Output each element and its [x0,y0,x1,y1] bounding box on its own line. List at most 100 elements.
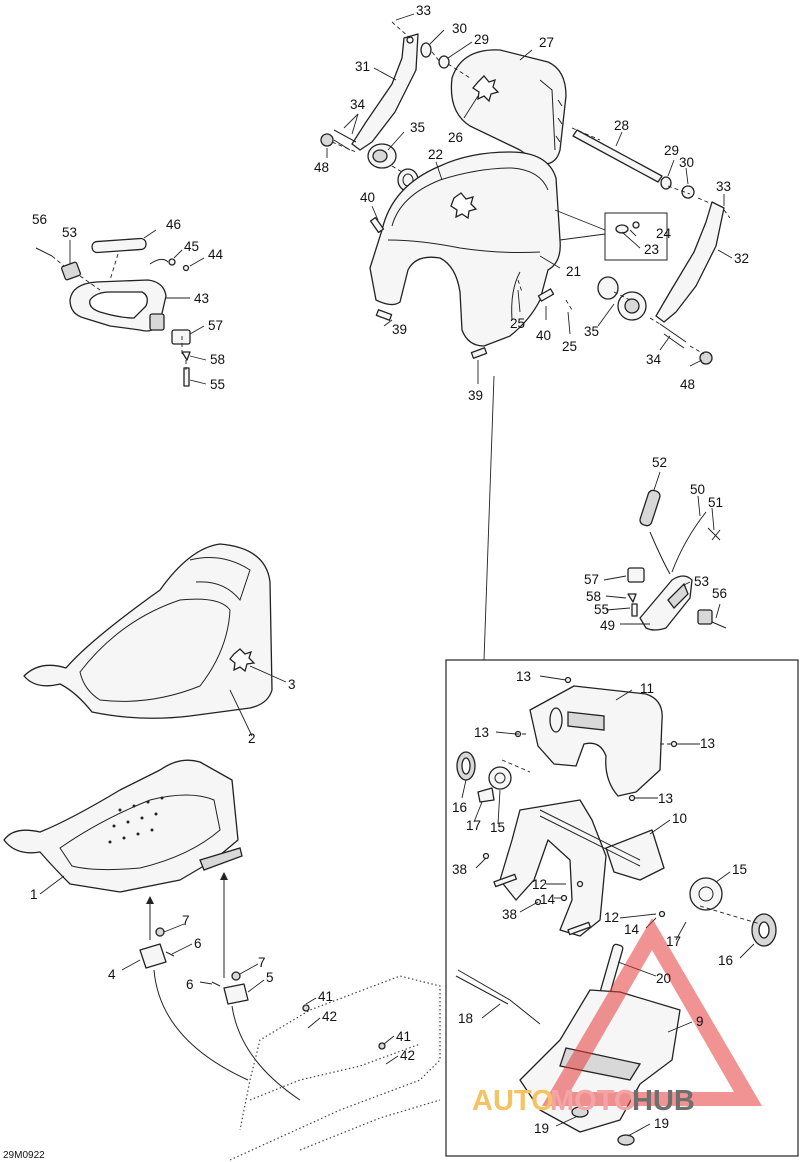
watermark-auto: AUTO [472,1085,554,1117]
part-28-shaft [572,129,663,183]
callout-17: 17 [466,818,481,833]
part-29-washer [438,55,450,69]
callout-25b: 25 [562,339,577,354]
callout-58: 58 [210,352,225,367]
callout-21: 21 [566,264,581,279]
callout-56b: 56 [712,586,727,601]
callout-3: 3 [288,677,296,692]
callout-20: 20 [656,971,671,986]
leaders-upper [326,13,733,661]
callout-7b: 7 [258,955,266,970]
left-handle-assembly [35,237,191,387]
callout-30: 30 [452,21,467,36]
callout-39b: 39 [468,388,483,403]
callout-2: 2 [248,731,256,746]
callout-23: 23 [644,242,659,257]
callout-14b: 14 [624,922,640,937]
callout-7: 7 [182,913,190,928]
callout-32: 32 [734,251,749,266]
part-46-grip [91,237,147,254]
part-2-seat [23,543,273,719]
callout-labels: 33 30 29 27 3 1 34 35 2 6 48 22 28 29 30 3… [3,3,749,1161]
backrest-frame-box [445,659,799,1157]
part-11-cover [529,685,663,797]
callout-14: 14 [540,892,556,907]
part-1-seat-base [3,759,239,893]
watermark-triangle [542,918,762,1106]
callout-53b: 53 [694,574,709,589]
callout-16b: 16 [718,953,733,968]
callout-42: 42 [322,1009,337,1024]
leaders-left-handle [69,229,207,385]
callout-29b: 29 [664,143,679,158]
callout-13c: 13 [700,736,715,751]
callout-15: 15 [490,820,505,835]
seat-assembly [23,543,287,737]
callout-4: 4 [108,967,116,982]
callout-19b: 19 [654,1116,669,1131]
callout-24: 24 [656,226,672,241]
callout-44: 44 [208,247,224,262]
part-32-right-bracket [655,201,725,323]
callout-28: 28 [614,118,629,133]
detail-box-23-24 [604,212,668,261]
callout-34b: 34 [646,352,662,367]
part-4-bracket [139,943,167,969]
callout-50: 50 [690,482,705,497]
callout-49: 49 [600,618,615,633]
callout-13d: 13 [658,791,673,806]
backrest-assembly [320,21,731,365]
callout-55b: 55 [594,602,609,617]
callout-58b: 58 [586,589,601,604]
callout-33b: 33 [716,179,731,194]
callout-52: 52 [652,455,667,470]
callout-9: 9 [696,1014,704,1029]
part-15-plate-right [689,877,723,911]
callout-19: 19 [534,1121,549,1136]
part-57-bracket [171,329,191,345]
part-22-decal [450,192,478,220]
callout-6: 6 [194,936,202,951]
callout-30b: 30 [679,155,694,170]
callout-35: 35 [410,120,425,135]
callout-27: 27 [539,35,554,50]
callout-34: 34 [350,97,366,112]
leaders-right-handle [603,471,721,625]
part-27-backrest-pad [450,49,567,165]
callout-42b: 42 [400,1048,415,1063]
callout-40b: 40 [536,328,551,343]
callout-51: 51 [708,495,723,510]
part-48-cap [320,133,334,147]
part-10-frame [499,799,607,937]
callout-48b: 48 [680,377,695,392]
callout-16: 16 [452,800,467,815]
callout-45: 45 [184,239,199,254]
callout-6b: 6 [186,977,194,992]
part-5-bracket [223,983,249,1005]
callout-11: 11 [640,681,654,696]
callout-12: 12 [532,877,547,892]
callout-41b: 41 [396,1029,411,1044]
callout-56: 56 [32,212,47,227]
callout-57b: 57 [584,572,599,587]
seat-base-assembly [3,759,441,1161]
callout-22: 22 [428,147,443,162]
watermark-moto: MOTO [550,1085,636,1117]
callout-53: 53 [62,225,77,240]
callout-15b: 15 [732,862,747,877]
callout-41: 41 [318,989,333,1004]
part-53-cover [61,261,81,281]
callout-1: 1 [30,887,38,902]
watermark: AUTO MOTO HUB [472,918,762,1117]
callout-25: 25 [510,316,525,331]
figure-code: 29M0922 [3,1150,45,1161]
callout-29: 29 [474,32,489,47]
callout-38: 38 [452,862,467,877]
callout-40: 40 [360,190,375,205]
callout-38b: 38 [502,907,517,922]
right-handle-assembly [627,489,727,631]
callout-48: 48 [314,160,329,175]
callout-17b: 17 [666,934,681,949]
callout-55: 55 [210,377,225,392]
